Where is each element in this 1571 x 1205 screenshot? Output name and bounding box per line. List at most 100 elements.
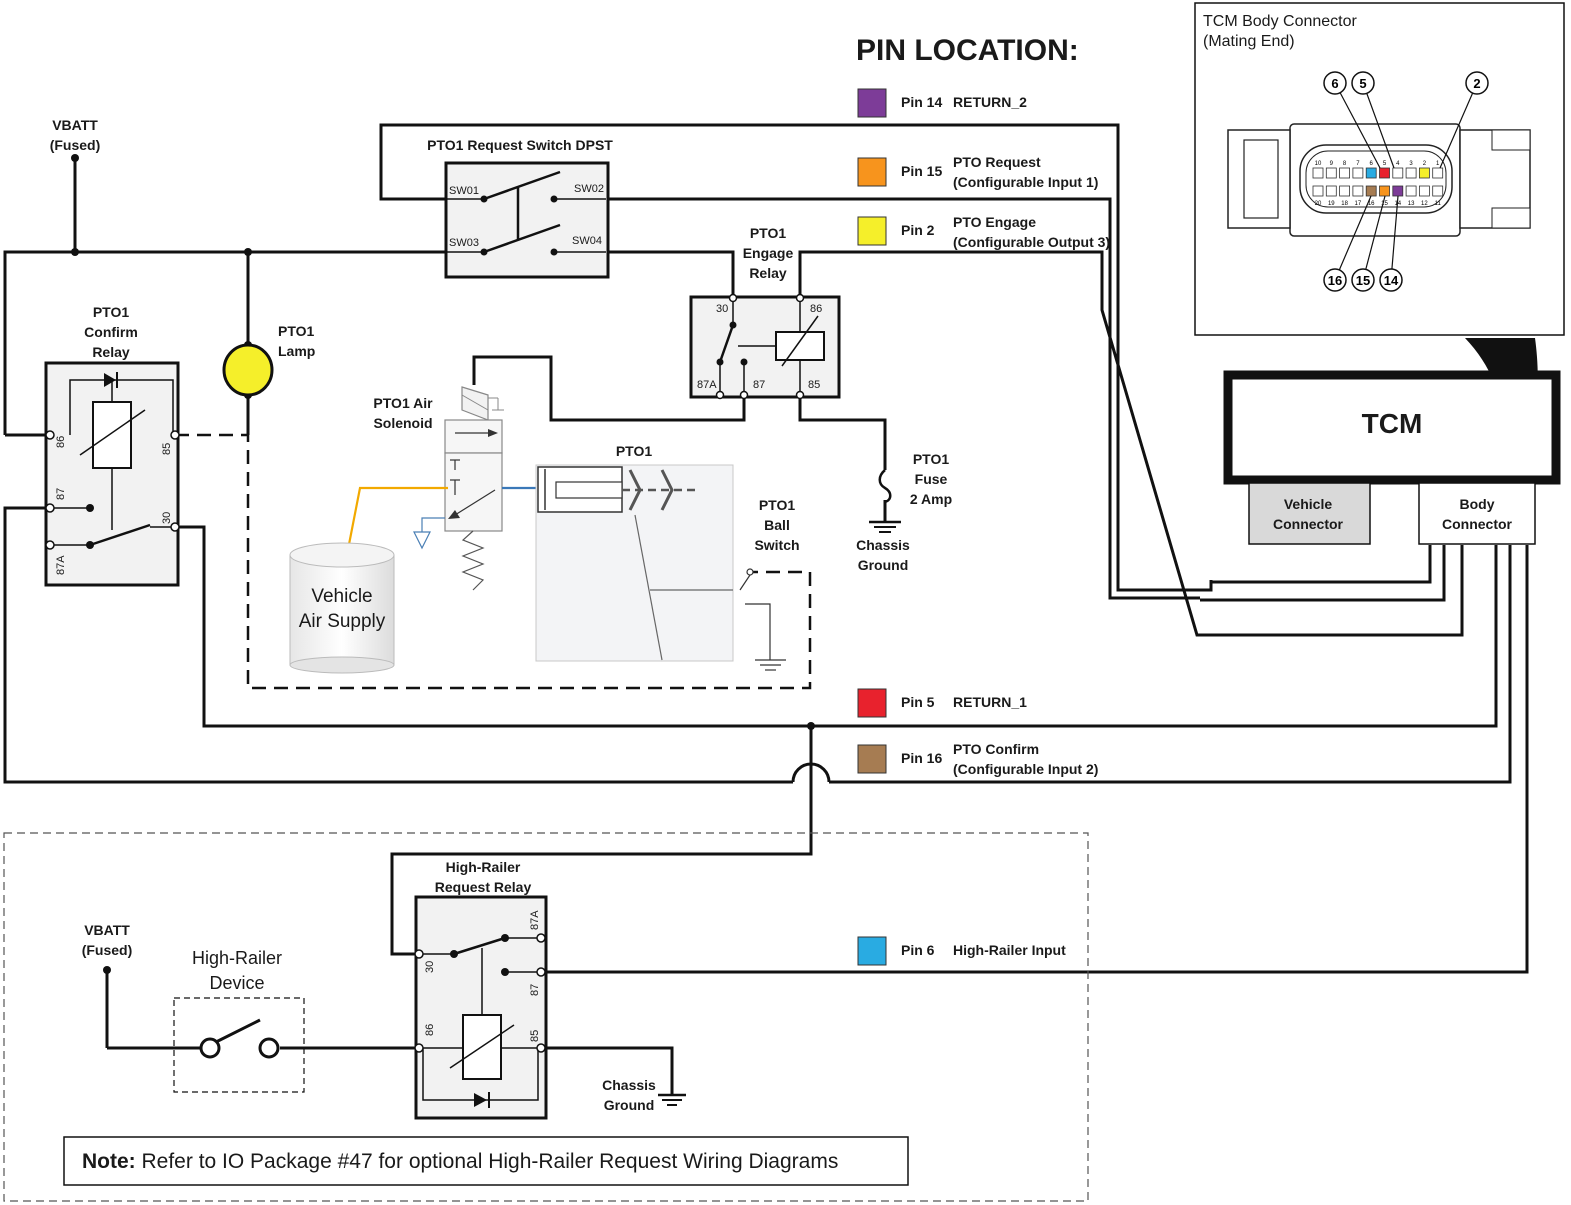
chassis-ground-2-label-1: Chassis — [602, 1077, 656, 1093]
pin5-swatch — [857, 688, 887, 718]
hr-pin-87: 87 — [529, 984, 541, 996]
pin6-function: High-Railer Input — [953, 942, 1066, 958]
callout-label: 6 — [1331, 76, 1338, 91]
hr-device-label-1: High-Railer — [192, 948, 282, 968]
connector-pin-13 — [1405, 185, 1417, 197]
pin-legend-15: Pin 15 PTO Request (Configurable Input 1… — [857, 154, 1098, 190]
chassis-ground-icon — [869, 520, 901, 533]
inset-subtitle: (Mating End) — [1203, 33, 1295, 50]
hr-pin-87a: 87A — [529, 910, 541, 930]
ball-switch-label-1: PTO1 — [759, 497, 796, 513]
pin6-number: Pin 6 — [901, 942, 935, 958]
callout-leader — [1362, 82, 1395, 169]
high-railer-relay — [414, 895, 548, 1120]
engage-relay-label-1: PTO1 — [750, 225, 787, 241]
connector-pin-number: 19 — [1328, 201, 1335, 207]
sw02-label: SW02 — [574, 183, 604, 195]
fuse-label-1: PTO1 — [913, 451, 950, 467]
connector-pin-19 — [1325, 185, 1337, 197]
chassis-ground-label-1: Chassis — [856, 537, 910, 553]
fuse-label-3: 2 Amp — [910, 491, 952, 507]
high-railer-device — [173, 997, 305, 1093]
connector-pin-14 — [1392, 185, 1404, 197]
engage-pin-87: 87 — [753, 379, 765, 391]
callout-circle — [1351, 268, 1375, 292]
connector-pin-17 — [1352, 185, 1364, 197]
engage-pin-30: 30 — [716, 303, 728, 315]
svg-text:Note: Refer to IO Package #47: Note: Refer to IO Package #47 for option… — [82, 1150, 838, 1173]
hr-device-label-2: Device — [209, 973, 264, 993]
confirm-pin-85: 85 — [161, 443, 173, 455]
pin14-function: RETURN_2 — [953, 94, 1027, 110]
vehicle-connector-label-2: Connector — [1273, 516, 1344, 532]
connector-pin-number: 9 — [1330, 161, 1334, 167]
vbatt-label: VBATT — [52, 117, 98, 133]
vbatt2-label: VBATT — [84, 922, 130, 938]
fuse-icon — [878, 469, 892, 504]
pin2-number: Pin 2 — [901, 222, 935, 238]
pin14-swatch — [857, 88, 887, 118]
pto1-air-solenoid — [413, 386, 504, 591]
pin16-number: Pin 16 — [901, 750, 942, 766]
connector-pin-9 — [1325, 167, 1337, 179]
chassis-ground-2-label-2: Ground — [604, 1097, 655, 1113]
connector-pin-10 — [1312, 167, 1324, 179]
ball-switch-label-3: Switch — [754, 537, 799, 553]
switch-icon — [215, 1018, 261, 1044]
pin16-swatch — [857, 744, 887, 774]
connector-pin-11 — [1432, 185, 1444, 197]
connector-pin-8 — [1339, 167, 1350, 179]
vbatt-fused-label: (Fused) — [50, 137, 101, 153]
connector-pin-number: 12 — [1421, 201, 1428, 207]
connector-pin-number: 18 — [1341, 201, 1348, 207]
connector-pin-7 — [1352, 167, 1364, 179]
connector-pin-20 — [1312, 185, 1324, 197]
engage-pin-85: 85 — [808, 379, 820, 391]
pto1-label: PTO1 — [616, 443, 653, 459]
air-solenoid-label-2: Solenoid — [373, 415, 432, 431]
fuse-label-2: Fuse — [915, 471, 948, 487]
callout-circle — [1323, 71, 1347, 95]
pin16-function: PTO Confirm — [953, 741, 1039, 757]
pin2-function-2: (Configurable Output 3) — [953, 234, 1110, 250]
callout-circle — [1465, 71, 1489, 95]
sw01-label: SW01 — [449, 185, 479, 197]
high-railer-dashed-area — [3, 832, 1089, 1202]
connector-pin-number: 20 — [1315, 201, 1322, 207]
pin-legend-5: Pin 5 RETURN_1 — [857, 688, 1027, 718]
connector-pin-1 — [1432, 167, 1444, 179]
pin2-function: PTO Engage — [953, 214, 1036, 230]
connector-pin-3 — [1405, 167, 1417, 179]
confirm-pin-86: 86 — [55, 436, 67, 448]
connector-pin-number: 2 — [1423, 161, 1427, 167]
connector-pin-2 — [1419, 167, 1430, 179]
callout-leader — [1334, 195, 1372, 281]
pin5-number: Pin 5 — [901, 694, 935, 710]
hr-relay-label-2: Request Relay — [435, 879, 532, 895]
note-text: Refer to IO Package #47 for optional Hig… — [136, 1150, 839, 1173]
pin6-swatch — [857, 936, 887, 966]
connector-pin-4 — [1392, 167, 1404, 179]
pin5-function: RETURN_1 — [953, 694, 1027, 710]
engage-pin-86: 86 — [810, 303, 822, 315]
lamp-label-1: PTO1 — [278, 323, 315, 339]
connector-pin-grid: 1098765432120191817161514131211 — [1312, 161, 1444, 207]
connector-pin-number: 3 — [1409, 161, 1413, 167]
pin-legend-2: Pin 2 PTO Engage (Configurable Output 3) — [857, 214, 1110, 250]
confirm-pin-87: 87 — [55, 488, 67, 500]
body-connector-label-1: Body — [1460, 496, 1495, 512]
ball-switch-icon — [739, 568, 786, 671]
ball-switch-label-2: Ball — [764, 517, 790, 533]
connector-pin-number: 7 — [1356, 161, 1360, 167]
request-switch-label: PTO1 Request Switch DPST — [427, 137, 613, 153]
body-connector-label-2: Connector — [1442, 516, 1513, 532]
callout-label: 2 — [1473, 76, 1480, 91]
connector-pin-16 — [1365, 185, 1377, 197]
connector-pin-number: 1 — [1436, 161, 1440, 167]
note-bold: Note: — [82, 1150, 136, 1173]
pto1-engage-relay — [689, 293, 841, 400]
connector-pin-18 — [1339, 185, 1350, 197]
pin-location-title: PIN LOCATION: — [856, 34, 1079, 67]
